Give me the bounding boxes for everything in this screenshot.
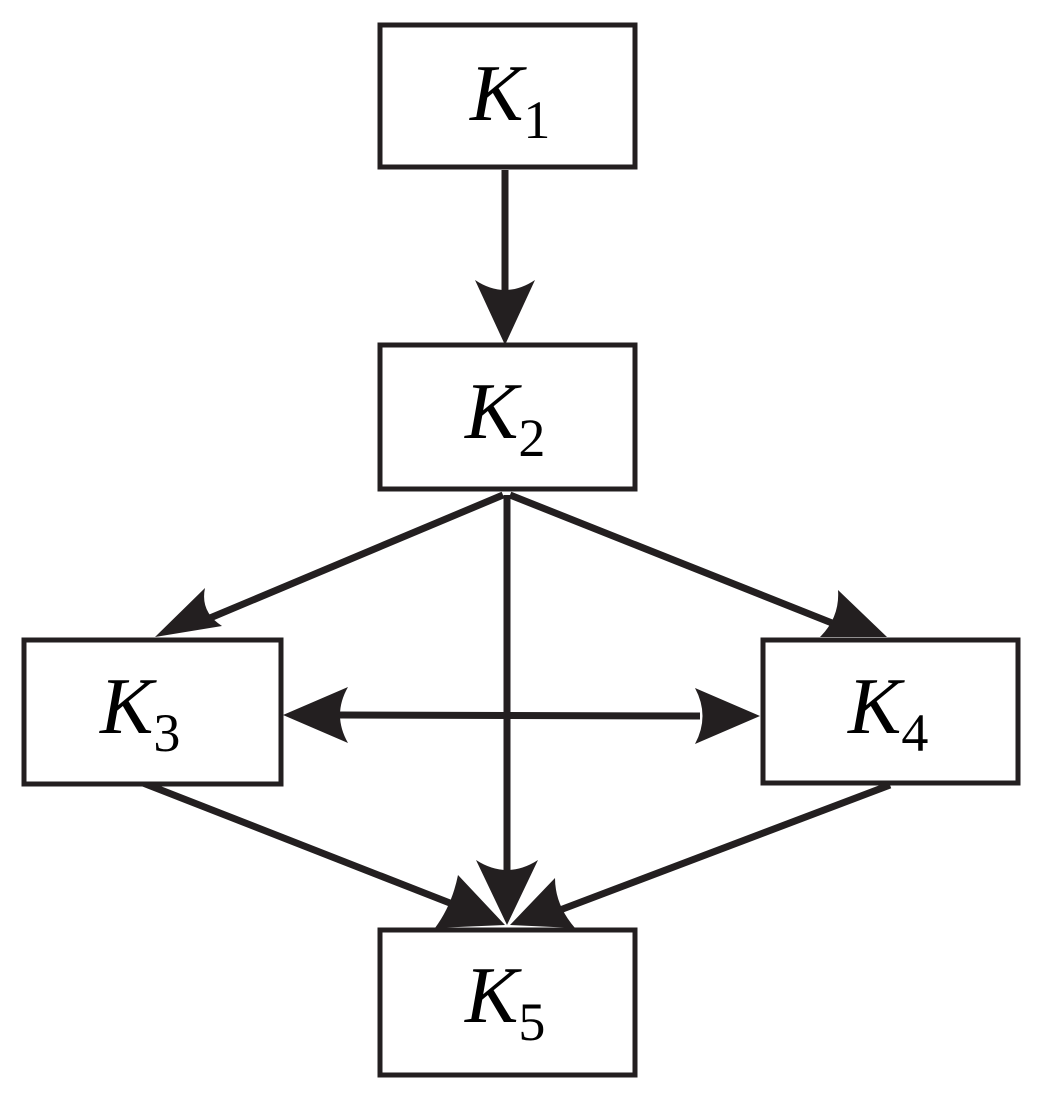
arrowhead-k3-k4-left (283, 687, 348, 743)
node-k2-label: K (464, 368, 522, 456)
edge-k3-k5 (141, 779, 457, 909)
node-k3-subscript: 3 (153, 703, 180, 763)
edge-k3-k4 (339, 711, 701, 720)
node-k1: K1 (377, 22, 638, 170)
node-k5-subscript: 5 (518, 992, 545, 1052)
node-k3-label: K (99, 663, 157, 751)
edge-k2-k3 (208, 491, 505, 622)
node-k4: K4 (760, 637, 1021, 786)
node-k1-subscript: 1 (523, 90, 550, 150)
arrowhead-k3-k5 (435, 875, 505, 928)
svg-text:K4: K4 (847, 663, 928, 763)
node-k1-label: K (469, 50, 527, 138)
edge-k4-k5 (558, 781, 892, 914)
svg-text:K5: K5 (464, 952, 545, 1052)
arrowhead-k2-k3 (155, 588, 222, 637)
arrowhead-k1-k2 (475, 280, 535, 345)
edge-k2-k4 (508, 491, 834, 627)
arrowhead-k2-k5 (476, 860, 538, 925)
node-k3: K3 (21, 637, 284, 787)
arrowhead-k2-k4 (820, 590, 887, 637)
node-k5-label: K (464, 952, 522, 1040)
svg-text:K2: K2 (464, 368, 545, 468)
arrowhead-k4-k5 (510, 878, 575, 928)
node-k2-subscript: 2 (518, 408, 545, 468)
node-k2: K2 (377, 342, 638, 492)
node-k5: K5 (377, 927, 638, 1078)
node-k4-subscript: 4 (901, 703, 928, 763)
arrowhead-k3-k4-right (695, 688, 760, 744)
svg-text:K1: K1 (469, 50, 550, 150)
node-k4-label: K (847, 663, 905, 751)
svg-text:K3: K3 (99, 663, 180, 763)
